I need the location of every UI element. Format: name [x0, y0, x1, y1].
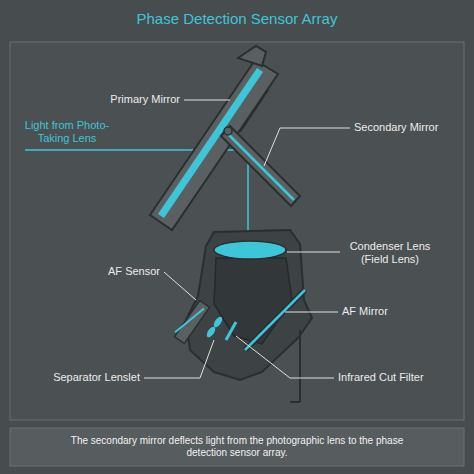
secondary-mirror [221, 126, 300, 206]
part-label: Separator Lenslet [30, 371, 140, 384]
frame [10, 42, 464, 420]
ir-filter [226, 322, 236, 340]
af-module [174, 230, 312, 402]
af-mirror [245, 290, 305, 350]
part-label: Secondary Mirror [354, 121, 459, 134]
condenser-lens [214, 241, 286, 259]
caption-text: The secondary mirror deflects light from… [60, 435, 414, 459]
part-label: Light from Photo-Taking Lens [12, 119, 122, 145]
part-label: AF Sensor [80, 265, 160, 278]
part-label: Primary Mirror [70, 93, 180, 106]
part-label: AF Mirror [342, 305, 432, 318]
part-label: Infrared Cut Filter [338, 371, 458, 384]
separator-lens [205, 325, 217, 338]
leader-lines [144, 100, 350, 378]
primary-mirror [150, 46, 278, 230]
caption-band [10, 428, 464, 466]
page-title: Phase Detection Sensor Array [20, 10, 454, 28]
part-label: Condenser Lens (Field Lens) [342, 240, 438, 266]
separator-lens [212, 315, 224, 328]
af-sensor [174, 301, 209, 344]
